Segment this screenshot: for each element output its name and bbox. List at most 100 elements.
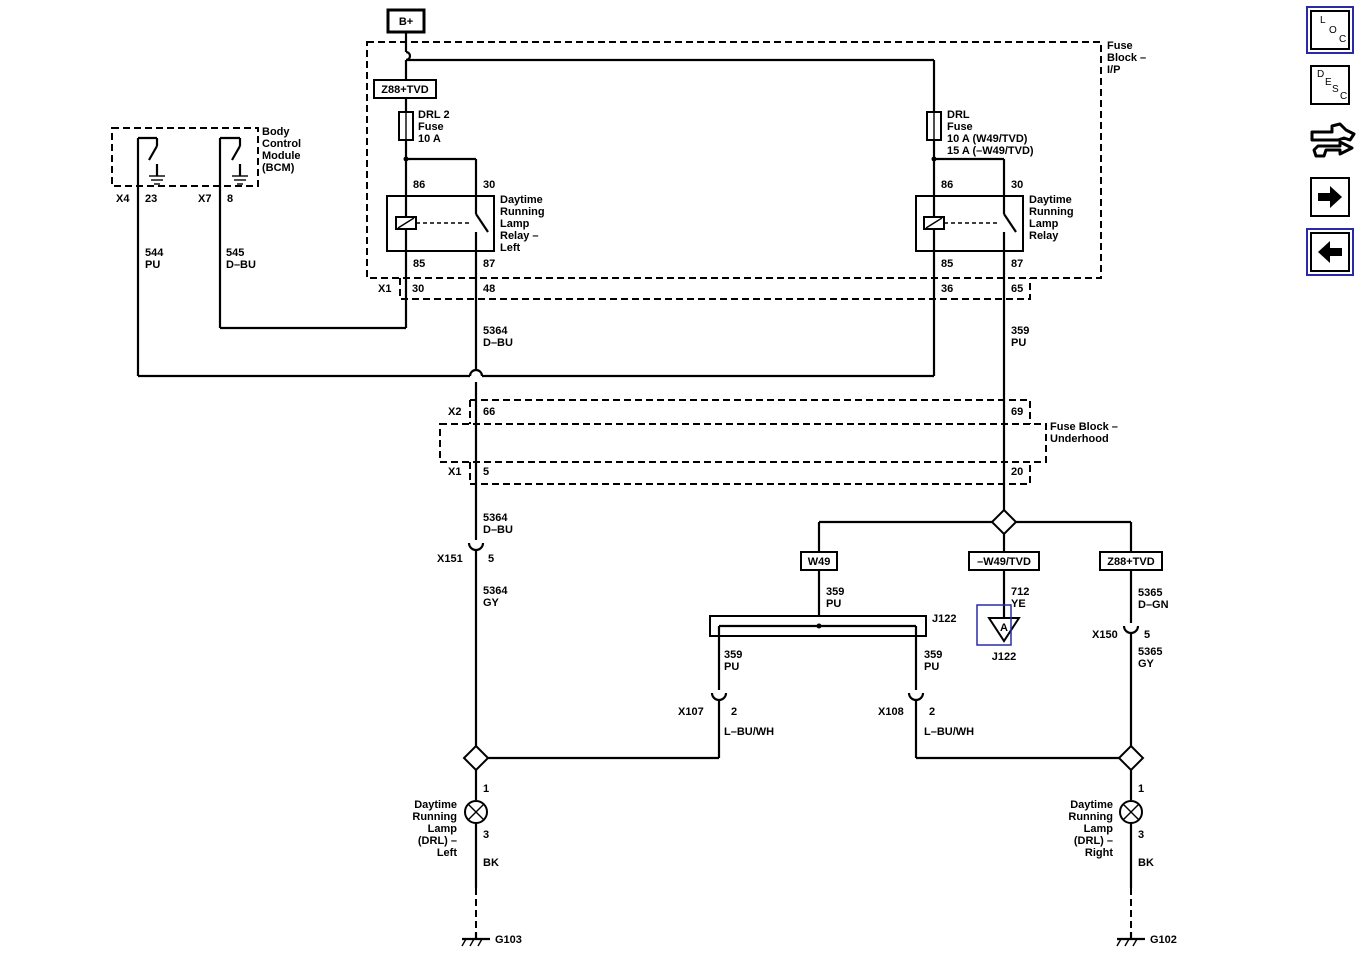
svg-text:359: 359 (1011, 325, 1029, 337)
svg-text:48: 48 (483, 283, 495, 295)
svg-text:66: 66 (483, 406, 495, 418)
svg-text:PU: PU (826, 598, 841, 610)
svg-text:Lamp: Lamp (428, 823, 458, 835)
svg-text:85: 85 (941, 258, 953, 270)
svg-text:I/P: I/P (1107, 64, 1120, 76)
svg-text:Control: Control (262, 138, 301, 150)
connector-x1-ip: X1 30 48 36 65 (378, 278, 1031, 300)
svg-text:PU: PU (1011, 337, 1026, 349)
lamp-drl-right: 1 3 Daytime Running Lamp (DRL) – Right (1068, 783, 1144, 859)
svg-text:D–GN: D–GN (1138, 599, 1169, 611)
svg-text:J122: J122 (992, 651, 1016, 663)
svg-text:Underhood: Underhood (1050, 433, 1109, 445)
arrow-left-icon (1318, 241, 1342, 263)
svg-text:Fuse: Fuse (947, 121, 973, 133)
location-icon: L (1320, 15, 1326, 26)
svg-text:Running: Running (1068, 811, 1113, 823)
svg-text:X108: X108 (878, 706, 904, 718)
svg-text:L–BU/WH: L–BU/WH (724, 726, 774, 738)
svg-text:15 A (–W49/TVD): 15 A (–W49/TVD) (947, 145, 1034, 157)
ground-g102: G102 (1116, 932, 1177, 947)
connector-x151: X151 5 (437, 542, 494, 748)
svg-text:X150: X150 (1092, 629, 1118, 641)
svg-text:PU: PU (724, 661, 739, 673)
svg-text:10 A (W49/TVD): 10 A (W49/TVD) (947, 133, 1028, 145)
relay-right: 86 30 Daytime Running Lamp Relay 85 87 (915, 179, 1074, 270)
svg-text:Fuse: Fuse (418, 121, 444, 133)
svg-text:PU: PU (924, 661, 939, 673)
svg-text:W49: W49 (808, 556, 831, 568)
description-icon: D (1317, 69, 1325, 80)
connector-icon (1310, 122, 1356, 158)
svg-text:86: 86 (413, 179, 425, 191)
svg-text:5: 5 (483, 466, 489, 478)
svg-text:86: 86 (941, 179, 953, 191)
svg-text:D–BU: D–BU (483, 337, 513, 349)
svg-text:Relay: Relay (1029, 230, 1059, 242)
svg-text:X151: X151 (437, 553, 463, 565)
svg-text:GY: GY (483, 597, 500, 609)
svg-text:Lamp: Lamp (1084, 823, 1114, 835)
svg-text:20: 20 (1011, 466, 1023, 478)
svg-text:YE: YE (1011, 598, 1026, 610)
svg-text:2: 2 (731, 706, 737, 718)
svg-text:712: 712 (1011, 586, 1029, 598)
svg-text:DRL: DRL (947, 109, 970, 121)
svg-text:L–BU/WH: L–BU/WH (924, 726, 974, 738)
option-box-w49: W49 (800, 551, 838, 571)
arrow-right-icon (1318, 186, 1342, 208)
svg-text:10 A: 10 A (418, 133, 441, 145)
connector-view-button[interactable] (1306, 118, 1358, 166)
bcm-label: Body (262, 126, 290, 138)
svg-text:Block –: Block – (1107, 52, 1146, 64)
svg-text:X7: X7 (198, 193, 211, 205)
svg-text:5365: 5365 (1138, 646, 1162, 658)
page-reference-a[interactable]: A J122 (976, 604, 1021, 663)
relay-left: 86 30 Daytime Running Lamp Relay – Left … (386, 179, 545, 270)
option-box-z88-tvd: Z88+TVD (373, 79, 437, 99)
wiring-diagram: B+ Fuse Block – I/P Z88+TVD DRL 2 Fuse 1… (111, 8, 1177, 947)
svg-text:5364: 5364 (483, 512, 508, 524)
battery-label: B+ (399, 16, 413, 28)
battery-supply: B+ (386, 8, 934, 62)
svg-text:(DRL) –: (DRL) – (1074, 835, 1113, 847)
svg-text:Module: Module (262, 150, 301, 162)
next-page-button[interactable] (1310, 177, 1350, 217)
svg-text:G102: G102 (1150, 934, 1177, 946)
connector-x150: X150 5 (1092, 625, 1150, 746)
fuse-block-underhood: X2 66 69 Fuse Block – Underhood X1 5 20 (439, 399, 1118, 485)
svg-text:Running: Running (1029, 206, 1074, 218)
relay-right-label: Daytime (1029, 194, 1072, 206)
wire-544-circuit: 544 (145, 247, 164, 259)
location-button[interactable]: L O C (1306, 6, 1354, 54)
svg-text:Left: Left (437, 847, 458, 859)
svg-text:3: 3 (483, 829, 489, 841)
svg-text:87: 87 (1011, 258, 1023, 270)
svg-text:30: 30 (483, 179, 495, 191)
lamp-drl-left: 1 3 Daytime Running Lamp (DRL) – Left (412, 783, 489, 859)
lamp-left-label: Daytime (414, 799, 457, 811)
svg-text:D–BU: D–BU (483, 524, 513, 536)
svg-text:3: 3 (1138, 829, 1144, 841)
svg-text:359: 359 (724, 649, 742, 661)
option-box-z88-tvd-right: Z88+TVD (1099, 551, 1163, 571)
svg-text:X1: X1 (378, 283, 391, 295)
svg-text:359: 359 (924, 649, 942, 661)
fuse-block-underhood-label: Fuse Block – (1050, 421, 1118, 433)
svg-text:(BCM): (BCM) (262, 162, 295, 174)
svg-text:69: 69 (1011, 406, 1023, 418)
svg-text:5364: 5364 (483, 585, 508, 597)
svg-text:–W49/TVD: –W49/TVD (977, 556, 1031, 568)
svg-text:1: 1 (1138, 783, 1144, 795)
svg-text:2: 2 (929, 706, 935, 718)
svg-text:BK: BK (1138, 857, 1154, 869)
previous-page-button[interactable] (1306, 228, 1354, 276)
svg-text:DRL 2: DRL 2 (418, 109, 450, 121)
description-button[interactable]: D E S C (1310, 65, 1350, 105)
svg-text:Right: Right (1085, 847, 1113, 859)
svg-text:X4: X4 (116, 193, 130, 205)
svg-text:36: 36 (941, 283, 953, 295)
svg-text:5365: 5365 (1138, 587, 1162, 599)
svg-text:(DRL) –: (DRL) – (418, 835, 457, 847)
svg-text:Lamp: Lamp (1029, 218, 1059, 230)
